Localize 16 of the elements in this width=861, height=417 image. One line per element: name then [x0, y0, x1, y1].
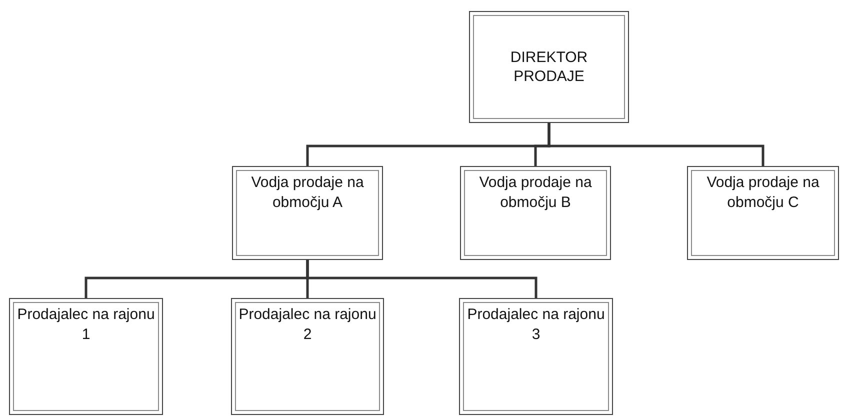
box-label: Prodajalec na rajonu 2 — [238, 305, 378, 344]
box-label: Prodajalec na rajonu 1 — [16, 305, 156, 344]
box-label: Vodja prodaje na območju C — [706, 173, 820, 212]
org-box — [9, 298, 163, 415]
org-box — [460, 166, 611, 260]
connector-line — [306, 260, 538, 298]
org-box — [687, 166, 839, 260]
box-label: Vodja prodaje na območju B — [478, 173, 593, 212]
box-label: DIREKTOR PRODAJE — [509, 48, 589, 86]
box-label: Prodajalec na rajonu 3 — [466, 305, 606, 344]
org-box — [232, 166, 383, 260]
box-label: Vodja prodaje na območju A — [250, 173, 365, 212]
connector-line — [548, 123, 764, 166]
org-box — [459, 298, 613, 415]
org-box — [231, 298, 384, 415]
org-box — [469, 11, 629, 123]
